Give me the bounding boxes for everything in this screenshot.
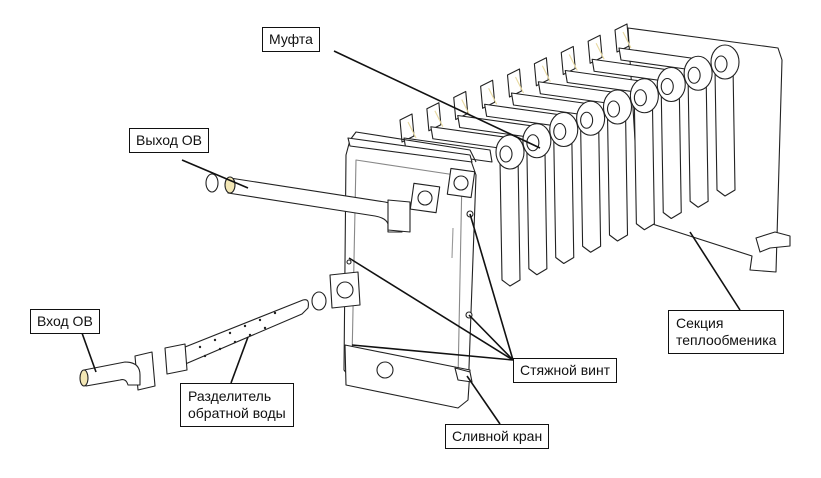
leader-drain xyxy=(466,375,501,425)
label-return-splitter: Разделитель обратной воды xyxy=(180,383,294,427)
label-return-splitter-line1: Разделитель xyxy=(188,388,272,404)
section xyxy=(480,79,606,253)
leader-coupling xyxy=(333,50,541,149)
leader-section xyxy=(689,231,741,311)
return-splitter-pipe xyxy=(169,299,309,369)
label-section-line1: Секция xyxy=(676,315,724,331)
leader-splitter xyxy=(230,336,249,384)
label-section: Секция теплообменика xyxy=(668,310,785,354)
section xyxy=(426,102,552,276)
label-section-line2: теплообменика xyxy=(676,332,777,348)
leader-tie-screw-1 xyxy=(348,257,514,361)
label-outlet: Выход ОВ xyxy=(129,128,210,153)
section xyxy=(560,45,686,220)
label-inlet: Вход ОВ xyxy=(30,309,100,334)
label-return-splitter-line2: обратной воды xyxy=(188,405,286,421)
label-drain-valve: Сливной кран xyxy=(445,424,550,449)
leader-tie-screw-3 xyxy=(468,314,514,361)
section xyxy=(506,68,633,242)
leader-tie-screw-2 xyxy=(469,213,514,361)
leader-outlet xyxy=(181,159,249,189)
heat-exchanger-sections xyxy=(399,23,740,287)
section xyxy=(533,57,659,231)
section xyxy=(399,113,525,287)
inlet-pipe xyxy=(83,361,141,387)
leader-tie-screw-4 xyxy=(351,344,514,361)
label-tie-screw: Стяжной винт xyxy=(513,358,618,383)
label-coupling: Муфта xyxy=(262,27,320,52)
leader-inlet xyxy=(81,332,97,373)
